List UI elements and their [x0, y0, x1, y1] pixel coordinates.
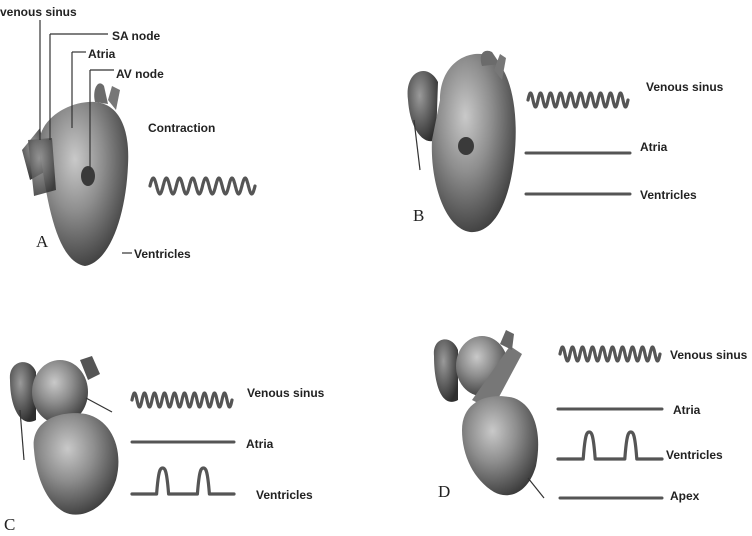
trace-d-ventricles [558, 432, 662, 459]
label-b-atria: Atria [640, 140, 668, 154]
trace-b-venous-sinus [528, 93, 628, 107]
panel-letter-a: A [36, 232, 49, 251]
trace-c-venous-sinus [132, 393, 232, 407]
label-d-apex: Apex [670, 489, 700, 503]
label-sa-node: SA node [112, 29, 161, 43]
panel-d: D Venous sinus Atria Ventricles Apex [434, 330, 748, 503]
label-d-ventricles: Ventricles [666, 448, 723, 462]
heart-b [408, 51, 516, 232]
label-d-atria: Atria [673, 403, 701, 417]
label-venous-sinus: venous sinus [0, 5, 77, 19]
label-c-ventricles: Ventricles [256, 488, 313, 502]
panel-letter-c: C [4, 515, 15, 534]
label-contraction: Contraction [148, 121, 215, 135]
panel-letter-b: B [413, 206, 424, 225]
panel-c: C Venous sinus Atria Ventricles [4, 356, 325, 534]
trace-c-ventricles [132, 468, 234, 494]
trace-contraction [150, 178, 255, 194]
label-c-venous-sinus: Venous sinus [247, 386, 325, 400]
panel-a: venous sinus SA node Atria AV node Contr… [0, 5, 255, 266]
label-c-atria: Atria [246, 437, 274, 451]
panel-b: B Venous sinus Atria Ventricles [408, 51, 724, 232]
panel-letter-d: D [438, 482, 450, 501]
label-av-node: AV node [116, 67, 164, 81]
heart-c [10, 356, 119, 515]
label-atria: Atria [88, 47, 116, 61]
label-b-ventricles: Ventricles [640, 188, 697, 202]
label-b-venous-sinus: Venous sinus [646, 80, 724, 94]
heart-d [434, 330, 544, 498]
label-d-venous-sinus: Venous sinus [670, 348, 748, 362]
trace-d-venous-sinus [560, 347, 660, 361]
label-ventricles: Ventricles [134, 247, 191, 261]
